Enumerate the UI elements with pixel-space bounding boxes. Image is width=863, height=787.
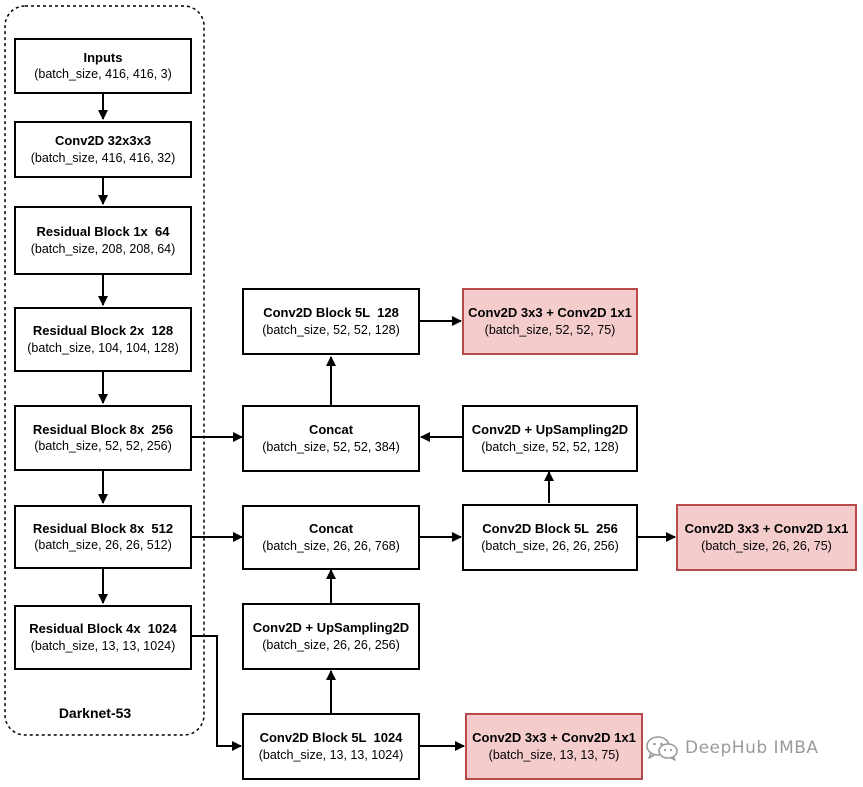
node-shape: (batch_size, 13, 13, 1024) (30, 638, 176, 653)
node-title: Residual Block 8x 512 (32, 520, 174, 536)
node-shape: (batch_size, 26, 26, 768) (262, 538, 400, 553)
watermark-text: DeepHub IMBA (685, 738, 819, 758)
node-title: Concat (308, 422, 354, 438)
node-title: Conv2D 3x3 + Conv2D 1x1 (468, 305, 632, 321)
node-shape: (batch_size, 26, 26, 512) (34, 538, 172, 553)
node-concat-52: Concat (batch_size, 52, 52, 384) (242, 405, 420, 472)
node-conv2d-upsampling-52: Conv2D + UpSampling2D (batch_size, 52, 5… (462, 405, 638, 472)
node-title: Conv2D + UpSampling2D (471, 422, 629, 438)
node-residual-block-2x-128: Residual Block 2x 128 (batch_size, 104, … (14, 307, 192, 372)
node-shape: (batch_size, 416, 416, 32) (30, 150, 176, 165)
node-title: Residual Block 4x 1024 (29, 621, 177, 637)
darknet-53-group-outline (4, 5, 205, 736)
node-output-52: Conv2D 3x3 + Conv2D 1x1 (batch_size, 52,… (462, 288, 638, 355)
node-output-26: Conv2D 3x3 + Conv2D 1x1 (batch_size, 26,… (676, 504, 857, 571)
node-conv2d-block-5l-1024: Conv2D Block 5L 1024 (batch_size, 13, 13… (242, 713, 420, 780)
node-title: Residual Block 8x 256 (32, 421, 174, 437)
arrow-res4-1024-to-block5l-1024 (192, 635, 242, 751)
node-conv2d-block-5l-128: Conv2D Block 5L 128 (batch_size, 52, 52,… (242, 288, 420, 355)
darknet-53-label: Darknet-53 (58, 705, 132, 721)
node-title: Conv2D 32x3x3 (54, 133, 152, 149)
node-residual-block-8x-256: Residual Block 8x 256 (batch_size, 52, 5… (14, 405, 192, 471)
node-conv2d-upsampling-26: Conv2D + UpSampling2D (batch_size, 26, 2… (242, 603, 420, 670)
node-shape: (batch_size, 13, 13, 75) (488, 747, 620, 762)
node-residual-block-4x-1024: Residual Block 4x 1024 (batch_size, 13, … (14, 605, 192, 670)
node-title: Conv2D Block 5L 128 (263, 305, 399, 321)
node-title: Conv2D Block 5L 1024 (259, 730, 403, 746)
node-shape: (batch_size, 26, 26, 256) (262, 637, 400, 652)
node-output-13: Conv2D 3x3 + Conv2D 1x1 (batch_size, 13,… (465, 713, 643, 780)
node-title: Conv2D Block 5L 256 (482, 521, 618, 537)
node-conv2d-32: Conv2D 32x3x3 (batch_size, 416, 416, 32) (14, 121, 192, 178)
node-residual-block-1x-64: Residual Block 1x 64 (batch_size, 208, 2… (14, 206, 192, 275)
node-concat-26: Concat (batch_size, 26, 26, 768) (242, 505, 420, 570)
node-title: Conv2D 3x3 + Conv2D 1x1 (684, 521, 849, 537)
node-conv2d-block-5l-256: Conv2D Block 5L 256 (batch_size, 26, 26,… (462, 504, 638, 571)
node-shape: (batch_size, 208, 208, 64) (30, 241, 176, 256)
node-shape: (batch_size, 52, 52, 128) (481, 439, 619, 454)
node-title: Concat (308, 521, 354, 537)
node-title: Conv2D + UpSampling2D (252, 620, 410, 636)
node-shape: (batch_size, 52, 52, 384) (262, 439, 400, 454)
node-title: Inputs (83, 49, 123, 65)
node-shape: (batch_size, 104, 104, 128) (27, 340, 179, 355)
node-shape: (batch_size, 26, 26, 75) (701, 538, 832, 553)
node-inputs: Inputs (batch_size, 416, 416, 3) (14, 38, 192, 94)
node-shape: (batch_size, 52, 52, 75) (484, 322, 616, 337)
node-shape: (batch_size, 13, 13, 1024) (258, 747, 404, 762)
node-shape: (batch_size, 416, 416, 3) (34, 67, 172, 82)
node-title: Residual Block 2x 128 (32, 323, 174, 339)
node-title: Residual Block 1x 64 (36, 224, 170, 240)
node-shape: (batch_size, 26, 26, 256) (481, 538, 619, 553)
node-title: Conv2D 3x3 + Conv2D 1x1 (472, 730, 636, 746)
node-shape: (batch_size, 52, 52, 128) (262, 322, 400, 337)
watermark: DeepHub IMBA (645, 734, 819, 762)
wechat-icon (645, 735, 679, 761)
node-residual-block-8x-512: Residual Block 8x 512 (batch_size, 26, 2… (14, 505, 192, 569)
node-shape: (batch_size, 52, 52, 256) (34, 439, 172, 454)
